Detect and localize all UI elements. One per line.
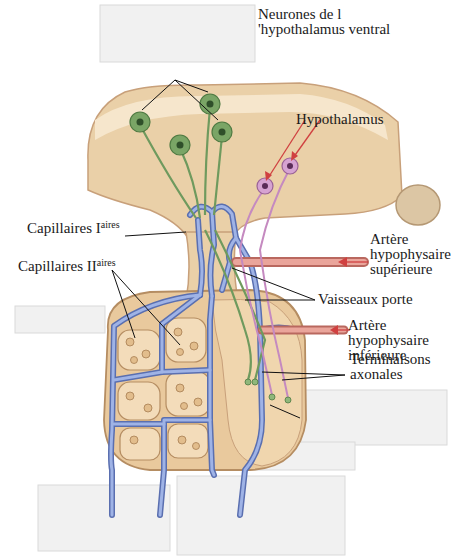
terminal-label: Terminaisons axonales xyxy=(350,352,470,382)
neuron-label: Neurones de l 'hypothalamus ventral xyxy=(258,7,428,37)
masked-label-boxes xyxy=(15,5,447,555)
artery-label: Artère hypophysaire supérieure xyxy=(370,232,470,277)
capillary-label: Capillaires Iaires xyxy=(27,221,137,236)
capillary-label: Capillaires IIaires xyxy=(18,259,128,274)
region-label: Hypothalamus xyxy=(296,112,416,127)
vessel-label: Vaisseaux porte xyxy=(318,292,448,307)
